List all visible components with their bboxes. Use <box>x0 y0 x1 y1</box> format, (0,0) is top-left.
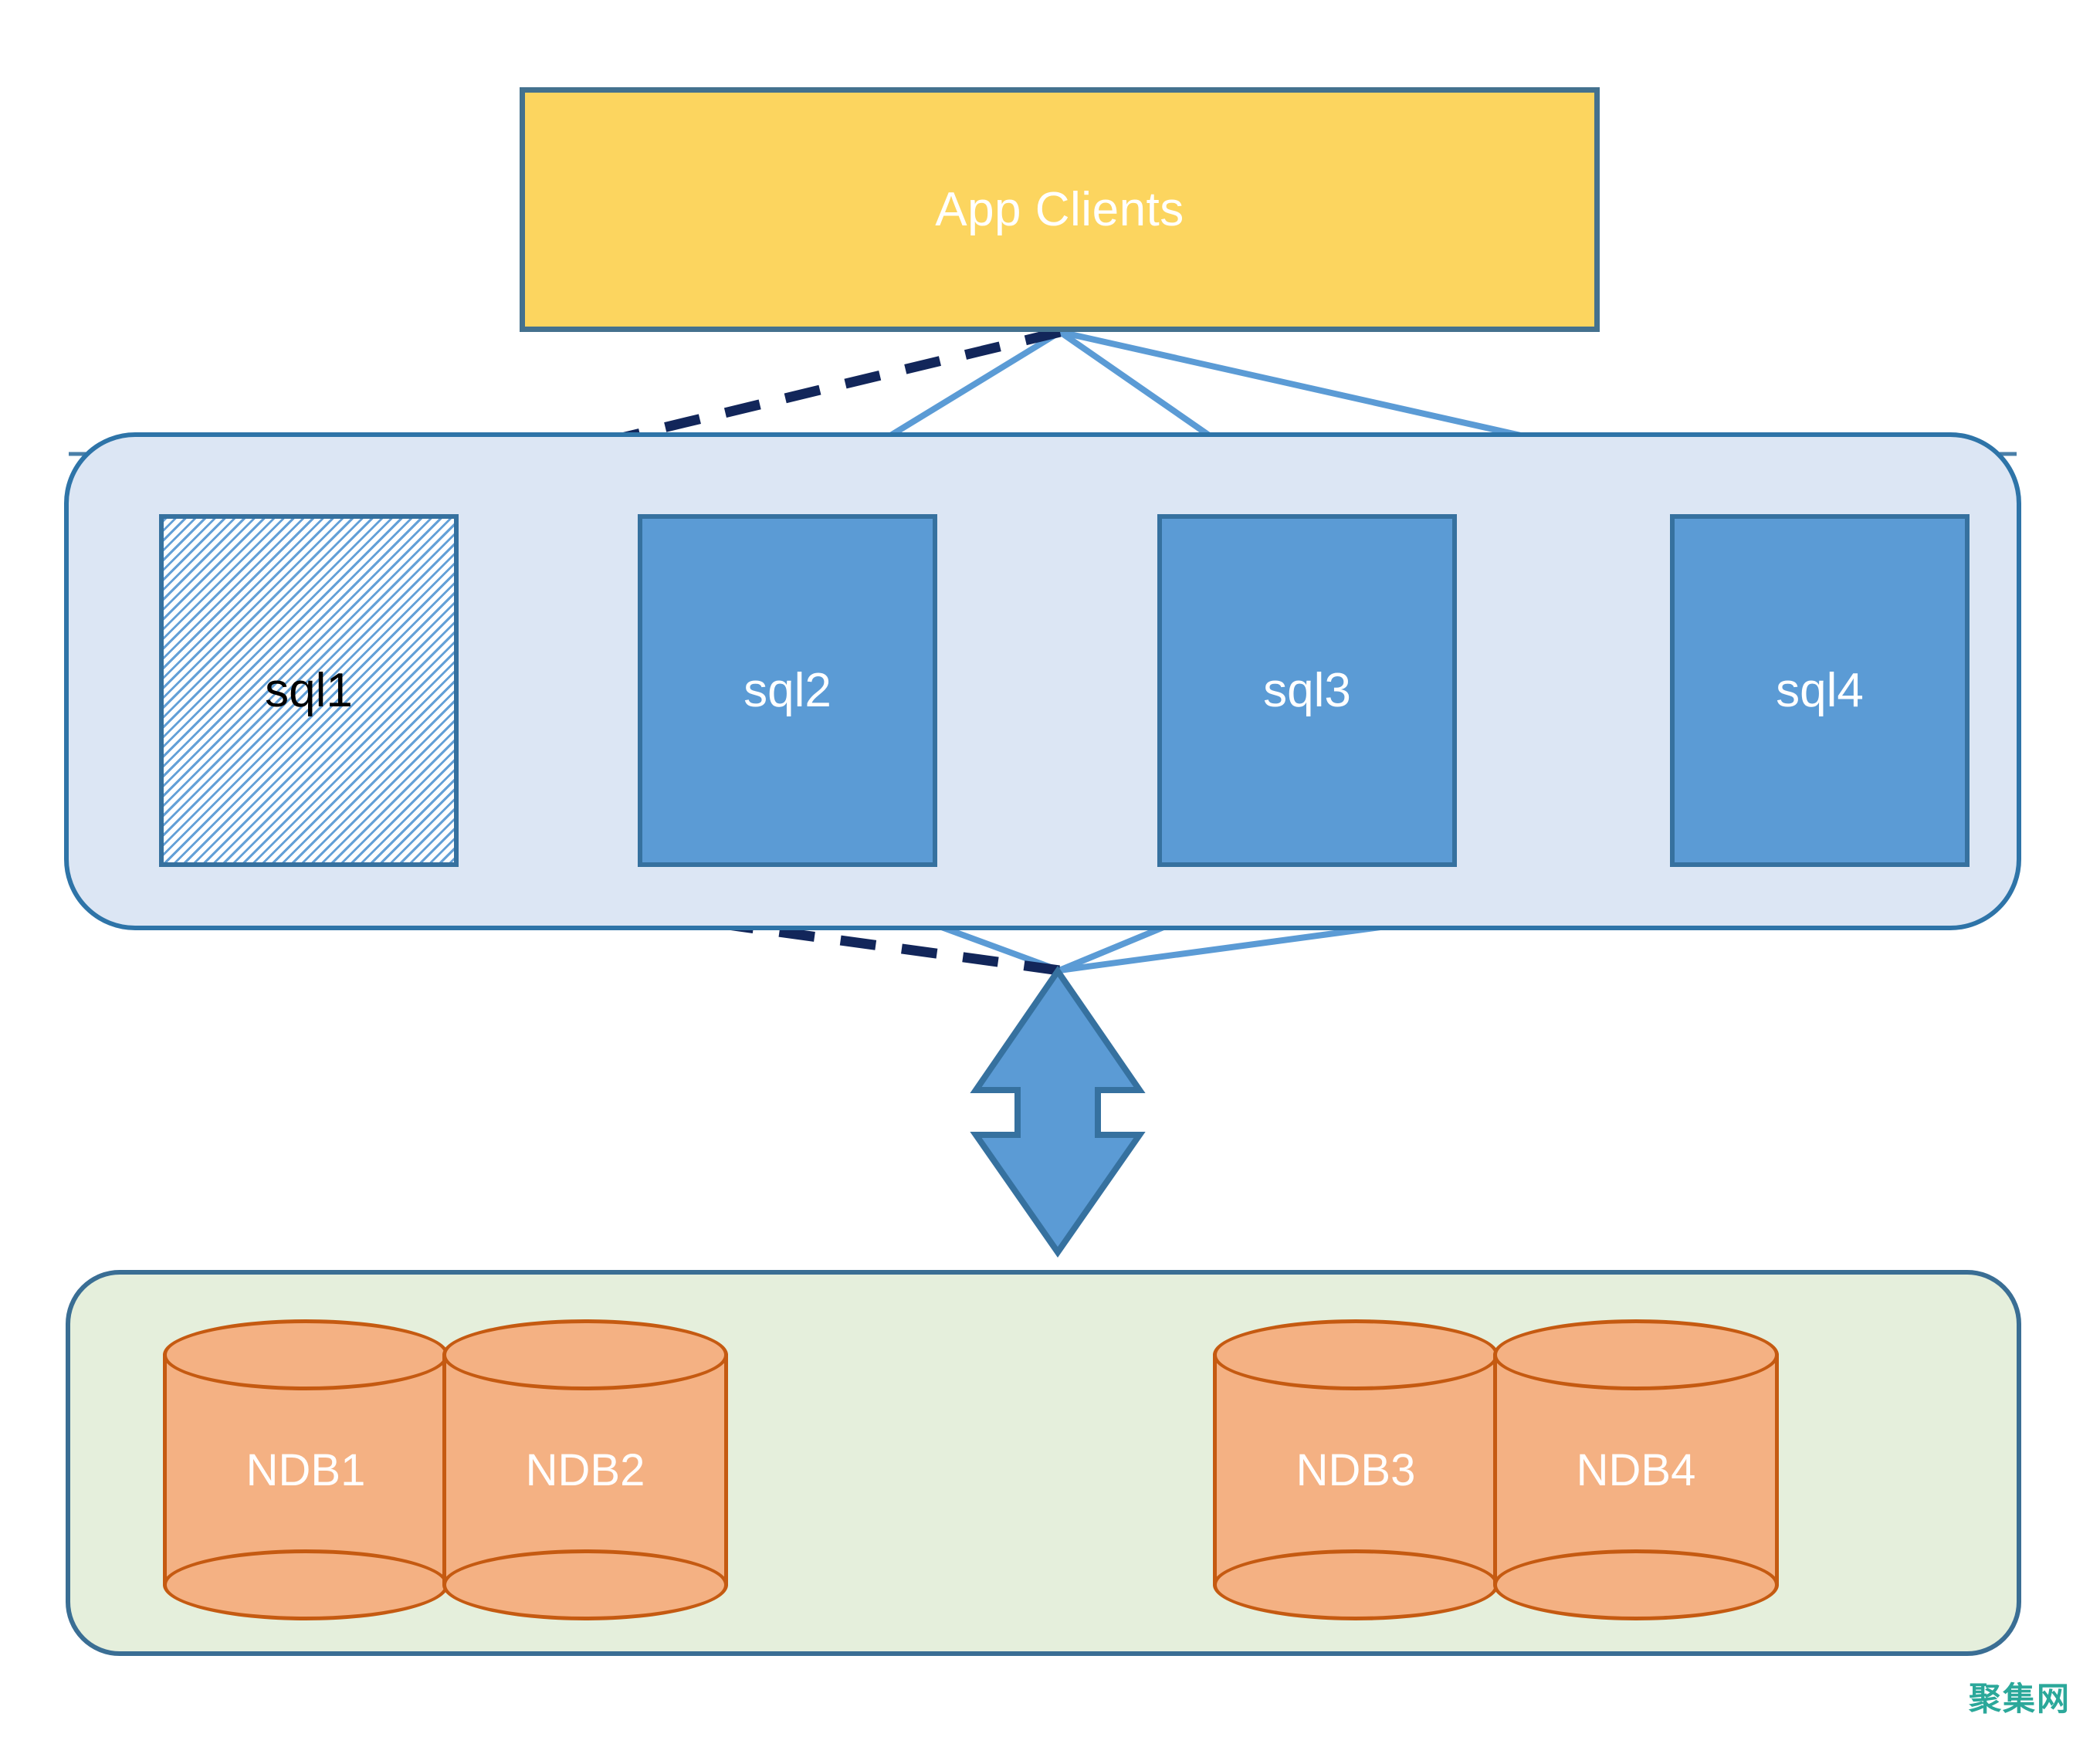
cylinder-bottom-icon <box>1213 1549 1499 1620</box>
cylinder-bottom-icon <box>442 1549 728 1620</box>
cylinder-top-icon <box>1493 1319 1779 1390</box>
sql-node-sql4[interactable]: sql4 <box>1670 514 1970 867</box>
cylinder-bottom-icon <box>163 1549 449 1620</box>
sql-node-label: sql3 <box>1263 664 1351 717</box>
ndb-node-ndb1[interactable]: NDB1 <box>163 1319 449 1620</box>
ndb-node-label: NDB4 <box>1576 1444 1696 1495</box>
sql-node-sql3[interactable]: sql3 <box>1157 514 1457 867</box>
cylinder-top-icon <box>442 1319 728 1390</box>
sql-node-sql2[interactable]: sql2 <box>638 514 937 867</box>
cylinder-body-icon <box>1493 1354 1779 1586</box>
cylinder-body-icon <box>163 1354 449 1586</box>
sql-node-sql1[interactable]: sql1 <box>159 514 459 867</box>
cylinder-body-icon <box>1213 1354 1499 1586</box>
app-clients-label: App Clients <box>935 183 1184 236</box>
sql-node-label: sql4 <box>1776 664 1864 717</box>
app-clients-box[interactable]: App Clients <box>520 87 1600 332</box>
ndb-node-label: NDB1 <box>246 1444 366 1495</box>
ndb-node-label: NDB3 <box>1296 1444 1416 1495</box>
ndb-tier-container: NDB1 NDB2 NDB3 NDB4 <box>66 1270 2021 1656</box>
sql-node-label: sql2 <box>743 664 832 717</box>
ndb-node-ndb4[interactable]: NDB4 <box>1493 1319 1779 1620</box>
ndb-node-ndb2[interactable]: NDB2 <box>442 1319 728 1620</box>
ndb-node-label: NDB2 <box>525 1444 645 1495</box>
ndb-node-ndb3[interactable]: NDB3 <box>1213 1319 1499 1620</box>
cylinder-top-icon <box>1213 1319 1499 1390</box>
cylinder-body-icon <box>442 1354 728 1586</box>
sync-double-arrow <box>970 965 1146 1258</box>
cylinder-bottom-icon <box>1493 1549 1779 1620</box>
sql-node-label: sql1 <box>265 664 353 717</box>
sql-tier-container: sql1 sql2 sql3 sql4 <box>64 432 2021 930</box>
site-watermark: 聚集网 <box>1968 1681 2071 1717</box>
